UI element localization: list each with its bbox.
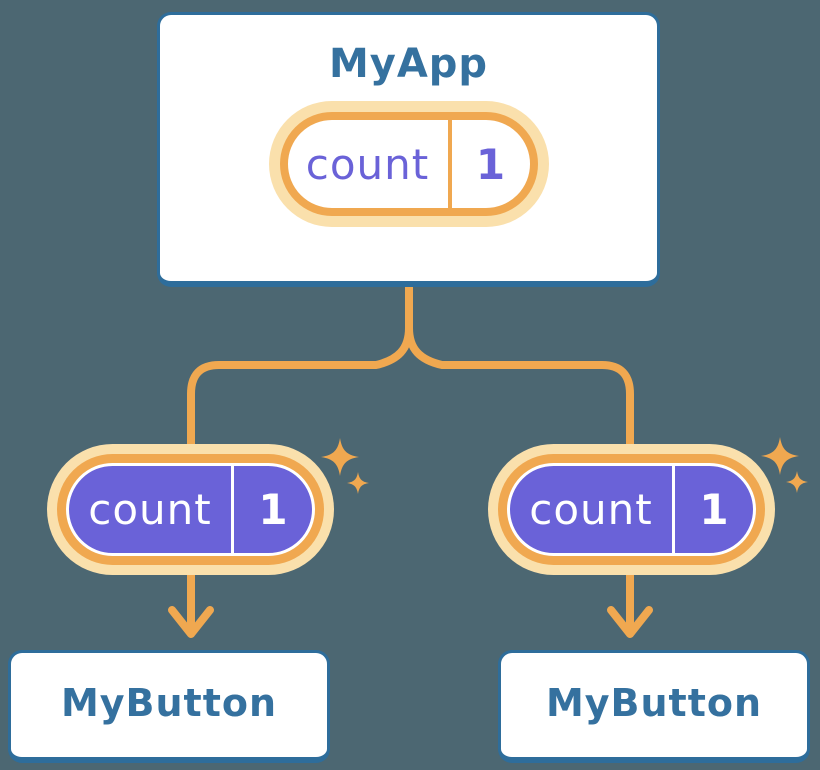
pill-divider: [447, 120, 452, 208]
component-card-myapp: MyApp count 1: [157, 12, 660, 287]
component-title: MyApp: [328, 41, 489, 87]
prop-pill-value: 1: [258, 485, 288, 534]
sparkle-icon-large: [321, 438, 359, 476]
fork-connector-right: [405, 278, 634, 466]
sparkle-icon-small: [786, 471, 808, 493]
down-arrow-right: [607, 552, 653, 638]
component-card-mybutton-right: MyButton: [498, 650, 810, 763]
component-title: MyButton: [60, 681, 278, 725]
fork-connector-left: [187, 278, 413, 466]
component-title: MyButton: [545, 681, 763, 725]
state-pill-label: count: [305, 139, 430, 189]
prop-pill-label: count: [88, 485, 212, 534]
pill-divider: [231, 466, 234, 553]
prop-pill-right: count 1: [507, 463, 756, 556]
pill-divider: [672, 466, 675, 553]
prop-pill-left: count 1: [66, 463, 315, 556]
sparkle-icon-small: [347, 472, 369, 494]
component-card-mybutton-left: MyButton: [8, 650, 330, 763]
state-pill: count 1: [279, 112, 538, 216]
sparkle-icon-large: [761, 437, 799, 475]
down-arrow-left: [168, 552, 214, 638]
state-pill-value: 1: [475, 139, 506, 189]
prop-pill-value: 1: [699, 485, 729, 534]
prop-pill-label: count: [529, 485, 653, 534]
